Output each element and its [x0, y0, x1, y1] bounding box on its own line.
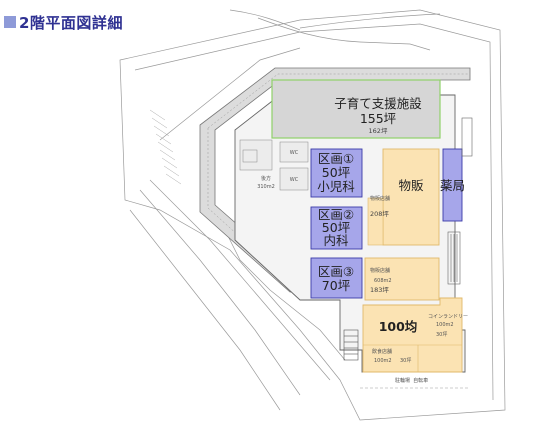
zone-3-area: 70坪 — [322, 278, 350, 293]
zone-3: 区画③ 70坪 — [310, 257, 363, 299]
zone-1-use: 小児科 — [317, 179, 355, 194]
wc-label-2: WC — [290, 177, 299, 183]
goods-store-2-sub: 608m2 — [374, 278, 392, 284]
page-header: 2階平面図詳細 — [4, 12, 123, 32]
food-area: 30坪 — [400, 357, 411, 364]
corner-label: コインランドリー — [428, 314, 468, 320]
goods-store-2-label: 物販店舗 — [370, 267, 390, 274]
goods-store-1-label: 物販店舗 — [370, 195, 390, 202]
small-room-area: 310m2 — [257, 184, 275, 190]
page-title: 2階平面図詳細 — [19, 13, 123, 32]
zone-1: 区画① 50坪 小児科 — [310, 148, 363, 198]
service-rooms: WC WC 後方 310m2 — [239, 139, 309, 191]
kids-facility-area: 155坪 — [360, 111, 396, 126]
kids-facility-sub: 162坪 — [369, 127, 388, 135]
zone-2-area: 50坪 — [322, 220, 350, 235]
zone-2: 区画② 50坪 内科 — [310, 206, 363, 250]
parking-stripes-left — [149, 109, 182, 185]
corner-sub: 100m2 — [436, 322, 454, 328]
pharmacy-area: 薬局 — [440, 148, 465, 222]
goods-store-1-area: 208坪 — [370, 210, 389, 218]
food-sub: 100m2 — [374, 358, 392, 364]
shop-100-area: 100均 コインランドリー 100m2 30坪 飲食店舗 100m2 30坪 — [362, 297, 468, 373]
stair-left — [343, 329, 359, 361]
zone-2-use: 内科 — [323, 233, 349, 248]
zone-1-area: 50坪 — [322, 165, 350, 180]
lower-goods-area: 物販店舗 608m2 183坪 — [364, 257, 440, 301]
zone-1-name: 区画① — [318, 151, 354, 166]
shop-100-name: 100均 — [379, 319, 418, 334]
small-room-label: 後方 — [261, 175, 271, 182]
zone-3-name: 区画③ — [318, 264, 354, 279]
pharmacy-name: 薬局 — [440, 178, 465, 193]
racks — [447, 117, 473, 285]
food-label: 飲食店舗 — [372, 348, 392, 355]
corner-area: 30坪 — [436, 331, 447, 338]
bottom-note: 駐輪場 ︎ 自転車 ︎ ︎ — [360, 377, 470, 389]
site-contours — [119, 9, 506, 421]
header-square-icon — [4, 16, 16, 28]
kids-facility-name: 子育て支援施設 — [334, 96, 422, 111]
zone-2-name: 区画② — [318, 207, 354, 222]
kids-facility: 子育て支援施設 155坪 162坪 — [271, 79, 441, 139]
bottom-note-label: 駐輪場 ︎ 自転車 ︎ ︎ — [395, 377, 431, 384]
goods-store-2-area: 183坪 — [370, 286, 389, 294]
goods-area: 物販 物販店舗 208坪 — [367, 148, 440, 246]
wc-label-1: WC — [290, 150, 299, 156]
goods-name: 物販 — [398, 178, 424, 193]
